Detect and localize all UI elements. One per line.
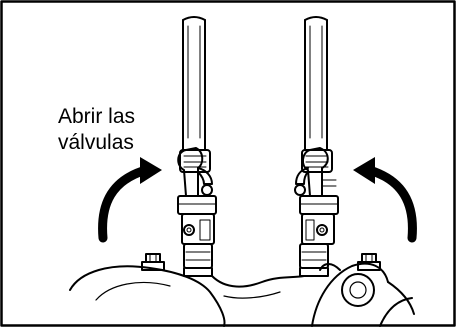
right-valve (294, 147, 339, 277)
arrow-head-right (353, 157, 375, 184)
arrow-head-left (140, 157, 162, 184)
left-pipe (182, 16, 206, 151)
left-valve (177, 147, 217, 277)
instruction-line-2: válvulas (58, 131, 134, 154)
instruction-line-1: Abrir las (58, 105, 136, 128)
instruction-label: Abrir las válvulas (58, 104, 178, 156)
curved-arrow-clockwise-icon (98, 165, 151, 243)
curved-arrow-counterclockwise-icon (364, 165, 417, 243)
valve-base (69, 253, 415, 327)
right-pipe (304, 16, 328, 151)
